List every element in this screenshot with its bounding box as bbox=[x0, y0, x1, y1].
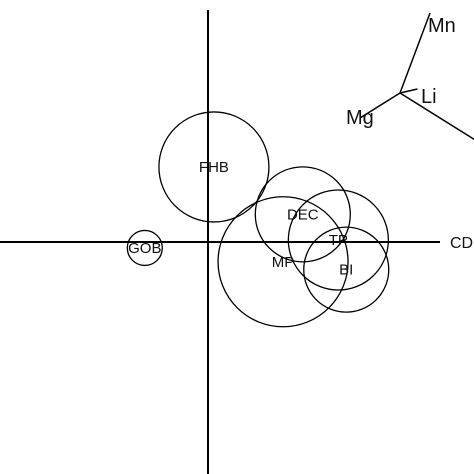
group-label-bi: BI bbox=[339, 262, 353, 279]
vector-label-mg: Mg bbox=[346, 107, 374, 129]
group-circle-dec bbox=[254, 166, 351, 263]
vector-label-mn: Mn bbox=[428, 15, 456, 37]
group-label-mp: MP bbox=[272, 254, 295, 271]
x-axis-label: CD bbox=[450, 235, 473, 252]
group-label-gob: GOB bbox=[128, 240, 161, 257]
group-circle-tp bbox=[287, 189, 390, 291]
vector-unlabeled bbox=[399, 92, 474, 141]
vector-li bbox=[399, 88, 418, 94]
group-label-dec: DEC bbox=[287, 206, 319, 223]
group-circle-mp bbox=[217, 196, 349, 328]
group-circle-fhb bbox=[158, 111, 270, 223]
group-circle-gob bbox=[126, 229, 163, 267]
group-circle-bi bbox=[303, 226, 390, 313]
vector-mg bbox=[359, 92, 401, 119]
vector-mn bbox=[399, 12, 431, 94]
vector-label-li: Li bbox=[421, 86, 437, 108]
group-label-fhb: FHB bbox=[199, 159, 229, 176]
